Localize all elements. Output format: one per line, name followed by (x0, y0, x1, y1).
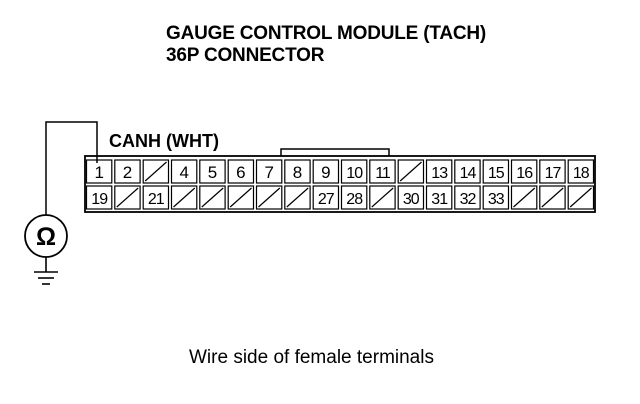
terminal-cavity (369, 185, 396, 210)
unused-terminal-slash (173, 187, 196, 208)
terminal-number: 28 (346, 191, 363, 208)
terminal-number: 1 (94, 163, 103, 182)
connector-lock-tab (280, 148, 390, 156)
terminal-number: 19 (91, 191, 108, 208)
terminal-number: 31 (431, 191, 448, 208)
terminal-number: 13 (431, 165, 448, 182)
terminal-cavity (85, 159, 113, 184)
terminal-number: 21 (148, 191, 165, 208)
terminal-cavity (284, 185, 311, 210)
terminal-cavity (85, 185, 113, 210)
terminal-cavity (510, 159, 538, 184)
terminal-cavity (425, 159, 453, 184)
unused-terminal-slash (229, 187, 252, 208)
svg-text:Ω: Ω (36, 223, 56, 251)
terminal-number: 15 (488, 165, 505, 182)
terminal-cavity (567, 159, 595, 184)
unused-terminal-slash (371, 187, 394, 208)
diagram-title: GAUGE CONTROL MODULE (TACH) (166, 23, 487, 44)
connector-body (84, 155, 596, 213)
terminal-cavity (567, 185, 595, 210)
terminal-cavity (510, 185, 538, 210)
unused-terminal-slash (399, 161, 422, 182)
terminal-number: 17 (545, 165, 562, 182)
terminal-number: 27 (318, 191, 335, 208)
terminal-number: 33 (488, 191, 505, 208)
terminal-number: 6 (236, 163, 245, 182)
terminal-cavity (312, 159, 340, 184)
terminal-number: 10 (346, 165, 363, 182)
terminal-number: 9 (321, 163, 330, 182)
terminal-cavity (170, 185, 198, 210)
terminal-cavity (454, 159, 481, 184)
terminal-number: 30 (403, 191, 420, 208)
terminal-number: 4 (179, 163, 188, 182)
terminal-cavity (312, 185, 340, 210)
terminal-number: 32 (460, 191, 477, 208)
terminal-number: 16 (516, 165, 533, 182)
unused-terminal-slash (258, 187, 281, 208)
terminal-number: 7 (264, 163, 273, 182)
terminal-cavity (340, 185, 368, 210)
unused-terminal-slash (116, 187, 139, 208)
terminal-number: 18 (573, 165, 590, 182)
terminal-cavity (114, 185, 141, 210)
terminal-cavity (340, 159, 368, 184)
terminal-cavity (539, 159, 566, 184)
view-caption: Wire side of female terminals (189, 347, 434, 368)
terminal-cavity (255, 159, 283, 184)
connector-subtitle: 36P CONNECTOR (166, 45, 325, 66)
terminal-cavity (199, 185, 226, 210)
terminal-cavity (170, 159, 198, 184)
unused-terminal-slash (144, 161, 167, 182)
terminal-cavity (482, 185, 510, 210)
terminal-number: 5 (208, 163, 217, 182)
terminal-number: 2 (123, 163, 132, 182)
terminal-cavity (227, 185, 255, 210)
unused-terminal-slash (201, 187, 224, 208)
wire-label: CANH (WHT) (109, 131, 219, 151)
terminal-cavity (142, 185, 170, 210)
unused-terminal-slash (541, 187, 564, 208)
test-lead-wire (45, 121, 98, 215)
terminal-cavity (397, 159, 425, 184)
terminal-cavity (227, 159, 255, 184)
terminal-cavity (539, 185, 566, 210)
unused-terminal-slash (513, 187, 536, 208)
terminal-cavity (397, 185, 425, 210)
ground-icon (34, 257, 58, 285)
terminal-number: 14 (460, 165, 477, 182)
terminal-cavity (142, 159, 170, 184)
terminal-cavity (114, 159, 141, 184)
terminal-cavity (369, 159, 396, 184)
ohmmeter-icon: Ω (24, 214, 68, 258)
terminal-number: 8 (293, 163, 302, 182)
terminal-cavity (482, 159, 510, 184)
terminal-cavity (454, 185, 481, 210)
terminal-cavity (255, 185, 283, 210)
terminal-cavity (284, 159, 311, 184)
terminal-cavity (425, 185, 453, 210)
unused-terminal-slash (569, 187, 592, 208)
unused-terminal-slash (286, 187, 309, 208)
terminal-cavity (199, 159, 226, 184)
terminal-number: 11 (375, 165, 391, 182)
